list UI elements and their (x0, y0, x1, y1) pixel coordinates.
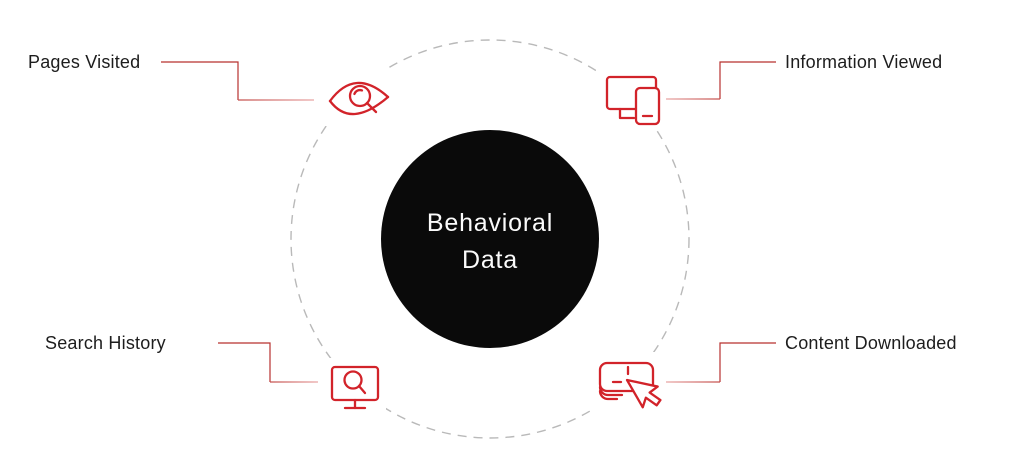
connector-lines (161, 61, 776, 383)
connector-pages-visited (161, 61, 239, 100)
connector-information-viewed (719, 61, 776, 99)
label-pages-visited: Pages Visited (28, 52, 141, 72)
connector-content-downloaded (719, 342, 776, 382)
center-node-behavioral-data: Behavioral Data (381, 130, 599, 348)
card-cursor-click-icon (592, 352, 666, 414)
monitor-search-icon (324, 358, 386, 414)
label-search-history: Search History (45, 333, 166, 353)
eye-magnifier-icon (318, 70, 398, 126)
label-content-downloaded: Content Downloaded (785, 333, 957, 353)
dashed-orbit-circle (290, 39, 690, 439)
center-text-line1: Behavioral (426, 209, 554, 237)
label-information-viewed: Information Viewed (785, 52, 943, 72)
monitor-phone-icon (596, 64, 664, 126)
connector-search-history (218, 342, 271, 382)
center-text-line2: Data (461, 246, 518, 274)
